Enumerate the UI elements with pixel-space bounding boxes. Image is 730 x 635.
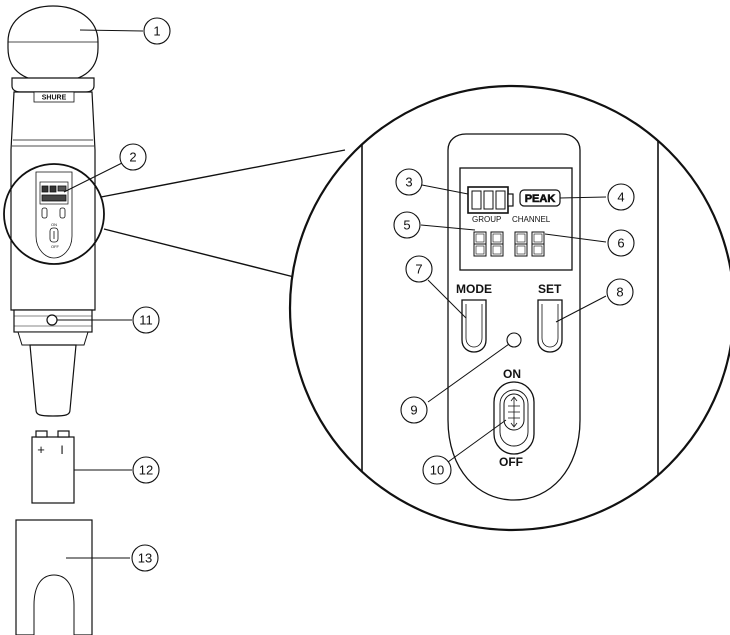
battery-plus-label: + [37,442,45,457]
battery-terminal-left [36,431,47,437]
handle-off-label: OFF [51,244,60,249]
on-label: ON [503,367,521,381]
peak-label: PEAK [525,193,556,205]
callout-7-number: 7 [415,262,422,277]
callout-2-number: 2 [129,150,136,165]
ring-led [47,315,57,325]
callout-12-number: 12 [139,463,153,478]
battery-level-indicator [468,187,513,213]
zoom-connector-bottom [104,229,298,278]
mic-tail [30,345,76,416]
callout-4-number: 4 [617,190,624,205]
callout-6-number: 6 [617,236,624,251]
mode-label: MODE [456,282,492,296]
off-label: OFF [499,455,523,469]
battery-cup [16,520,92,635]
callout-1-number: 1 [153,24,160,39]
set-label: SET [538,282,562,296]
mic-thread [18,332,88,345]
channel-label: CHANNEL [512,215,551,224]
handle-on-label: ON [51,222,57,227]
battery-minus-label: I [60,443,63,457]
group-label: GROUP [472,215,501,224]
mic-neck [12,78,94,92]
callout-5-number: 5 [403,218,410,233]
battery-terminal-right [58,431,69,437]
callout-9-number: 9 [410,403,417,418]
callout-11-number: 11 [139,313,153,328]
status-led [507,333,521,347]
callout-10-number: 10 [430,463,444,478]
callout-8-number: 8 [616,285,623,300]
callout-13-number: 13 [138,551,152,566]
callout-3-number: 3 [405,175,412,190]
mic-grille [8,6,98,82]
brand-logo: SHURE [42,95,67,102]
